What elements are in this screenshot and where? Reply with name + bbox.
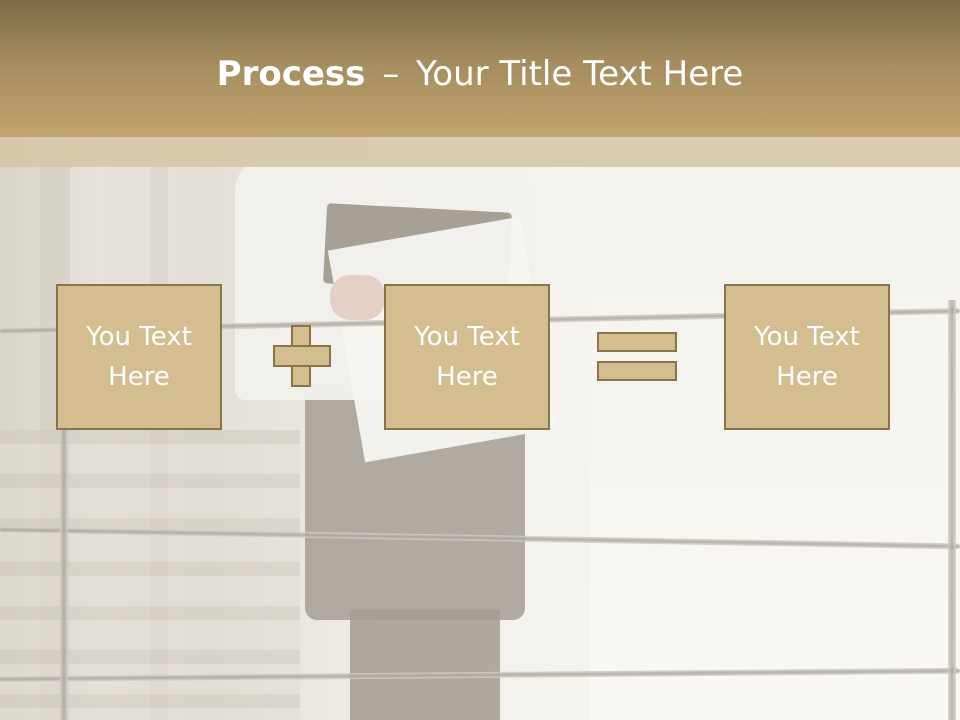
header-sub-band (0, 137, 960, 167)
process-box-3[interactable]: You Text Here (724, 284, 890, 430)
railing-post (60, 320, 68, 720)
title-bold: Process (216, 54, 366, 94)
process-box-3-text: You Text Here (754, 322, 860, 392)
railing-post (948, 300, 956, 720)
process-box-2[interactable]: You Text Here (384, 284, 550, 430)
slide-title: Process – Your Title Text Here (0, 52, 960, 96)
title-dash: – (382, 54, 400, 94)
process-box-1-text: You Text Here (86, 322, 192, 392)
title-rest: Your Title Text Here (416, 54, 744, 94)
person-legs (350, 610, 500, 720)
hand (330, 275, 385, 320)
equals-icon (597, 361, 677, 381)
background-window (590, 165, 960, 720)
equals-icon (597, 332, 677, 352)
background-stairs (0, 430, 300, 720)
process-box-1[interactable]: You Text Here (56, 284, 222, 430)
plus-icon (293, 347, 309, 365)
process-box-2-text: You Text Here (414, 322, 520, 392)
title-header-band (0, 0, 960, 137)
